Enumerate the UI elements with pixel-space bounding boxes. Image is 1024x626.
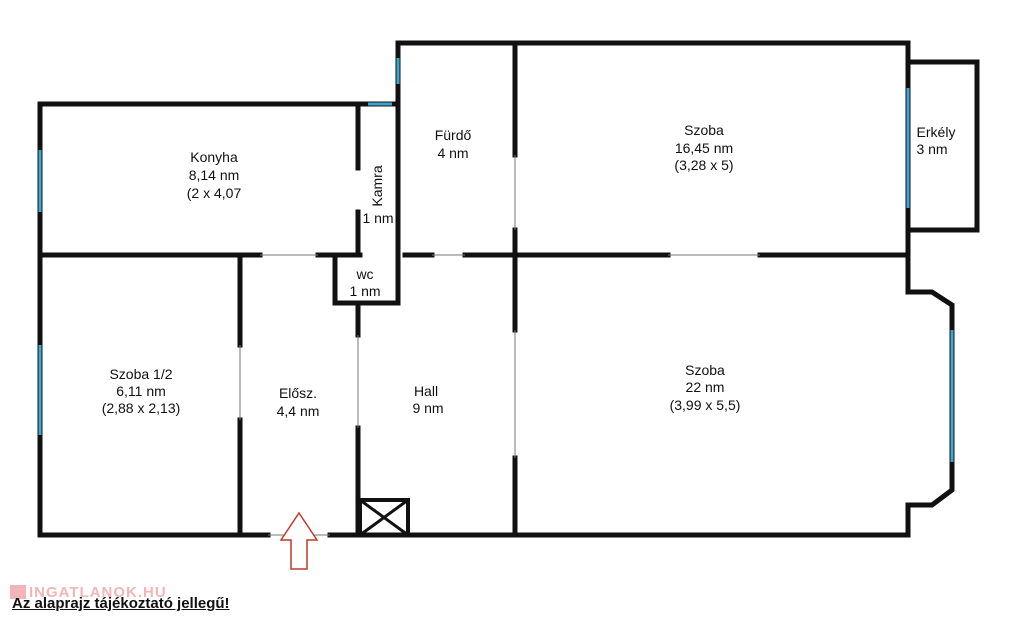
room-dims: (2,88 x 2,13)	[102, 400, 181, 416]
room-elosz: Elősz. 4,4 nm	[277, 385, 320, 419]
room-area: 6,11 nm	[116, 383, 166, 399]
watermark-text: INGATLANOK.HU	[29, 584, 167, 601]
room-kamra: Kamra 1 nm	[362, 165, 393, 226]
room-dims: (3,99 x 5,5)	[670, 397, 741, 413]
room-szoba-upper: Szoba 16,45 nm (3,28 x 5)	[674, 122, 733, 173]
watermark-logo: INGATLANOK.HU	[10, 584, 167, 601]
room-name: wc	[355, 266, 373, 282]
room-dims: (2 x 4,07	[187, 185, 242, 201]
room-name: Szoba	[685, 362, 725, 378]
room-konyha: Konyha 8,14 nm (2 x 4,07	[187, 149, 242, 201]
house-logo-icon	[10, 585, 26, 599]
room-name: Erkély	[917, 124, 956, 140]
entrance-arrow-icon	[279, 511, 319, 570]
room-area: 1 nm	[349, 283, 380, 299]
room-area: 4 nm	[437, 145, 468, 161]
room-area: 22 nm	[686, 379, 725, 395]
room-area: 3 nm	[916, 141, 947, 157]
room-area: 1 nm	[362, 210, 393, 226]
room-area: 9 nm	[412, 400, 443, 416]
room-erkely: Erkély 3 nm	[916, 124, 955, 157]
room-name: Szoba	[684, 122, 724, 138]
room-furdo: Fürdő 4 nm	[435, 127, 472, 161]
room-area: 8,14 nm	[189, 167, 240, 183]
room-area: 4,4 nm	[277, 403, 320, 419]
room-szoba-lower: Szoba 22 nm (3,99 x 5,5)	[670, 362, 741, 413]
room-dims: (3,28 x 5)	[674, 157, 733, 173]
disclaimer-text: Az alaprajz tájékoztató jellegű!	[12, 595, 230, 612]
room-szoba-half: Szoba 1/2 6,11 nm (2,88 x 2,13)	[102, 366, 181, 416]
walls	[37, 40, 980, 538]
room-hall: Hall 9 nm	[412, 383, 443, 416]
room-name: Elősz.	[279, 385, 317, 401]
room-name: Szoba 1/2	[109, 366, 172, 382]
windows	[38, 58, 954, 462]
room-name: Konyha	[190, 149, 238, 165]
room-name: Fürdő	[435, 127, 472, 143]
room-area: 16,45 nm	[675, 140, 733, 156]
room-wc: wc 1 nm	[349, 266, 380, 299]
room-name: Kamra	[369, 165, 385, 206]
shaft-box	[358, 498, 410, 537]
room-name: Hall	[414, 383, 438, 399]
open-boundaries	[239, 155, 760, 536]
